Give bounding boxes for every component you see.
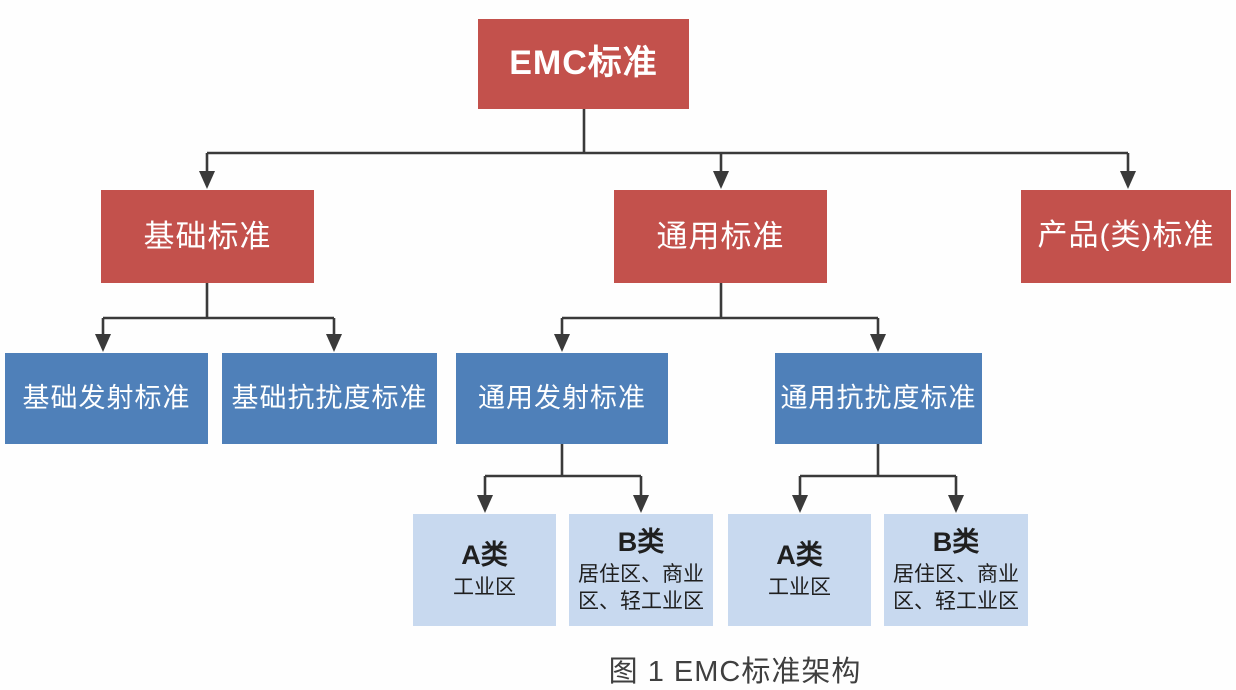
node-basic-emission-standard: 基础发射标准: [5, 353, 208, 444]
node-ge-class-b-title: B类: [617, 526, 665, 557]
arrowhead-gi-class-b: [948, 495, 964, 513]
arrowhead-ge-class-b: [633, 495, 649, 513]
node-ge-class-a-subtitle: 工业区: [453, 576, 516, 600]
node-emc-standard: EMC标准: [478, 19, 689, 109]
node-gi-class-b-title: B类: [932, 526, 980, 557]
node-product-standard-label: 产品(类)标准: [1037, 219, 1215, 253]
node-generic-standard: 通用标准: [614, 190, 827, 283]
node-generic-emission-standard: 通用发射标准: [456, 353, 668, 444]
node-basic-emission-label: 基础发射标准: [22, 382, 191, 413]
figure-caption: 图 1 EMC标准架构: [608, 656, 862, 688]
node-gi-class-a-subtitle: 工业区: [768, 576, 831, 600]
node-gi-class-b: B类 居住区、商业区、轻工业区: [884, 514, 1028, 626]
node-ge-class-b: B类 居住区、商业区、轻工业区: [569, 514, 713, 626]
node-product-standard: 产品(类)标准: [1021, 190, 1231, 283]
node-basic-standard: 基础标准: [101, 190, 314, 283]
node-generic-immunity-label: 通用抗扰度标准: [780, 382, 977, 413]
node-ge-class-b-subtitle: 居住区、商业区、轻工业区: [578, 562, 704, 613]
arrowhead-generic-emission: [554, 334, 570, 352]
node-ge-class-a-title: A类: [461, 540, 508, 571]
node-emc-standard-label: EMC标准: [509, 44, 658, 83]
node-ge-class-a: A类 工业区: [413, 514, 556, 626]
node-basic-immunity-label: 基础抗扰度标准: [231, 382, 428, 413]
node-gi-class-b-subtitle: 居住区、商业区、轻工业区: [893, 562, 1019, 613]
arrowhead-basic-immunity: [326, 334, 342, 352]
node-basic-standard-label: 基础标准: [143, 218, 272, 254]
node-generic-immunity-standard: 通用抗扰度标准: [775, 353, 982, 444]
node-generic-standard-label: 通用标准: [656, 218, 785, 254]
arrowhead-basic-emission: [95, 334, 111, 352]
node-gi-class-a: A类 工业区: [728, 514, 871, 626]
arrowhead-product: [1120, 171, 1136, 189]
node-basic-immunity-standard: 基础抗扰度标准: [222, 353, 437, 444]
arrowhead-basic: [199, 171, 215, 189]
arrowhead-ge-class-a: [477, 495, 493, 513]
node-gi-class-a-title: A类: [776, 540, 823, 571]
node-generic-emission-label: 通用发射标准: [478, 382, 646, 413]
arrowhead-generic: [713, 171, 729, 189]
arrowhead-generic-immunity: [870, 334, 886, 352]
arrowhead-gi-class-a: [792, 495, 808, 513]
